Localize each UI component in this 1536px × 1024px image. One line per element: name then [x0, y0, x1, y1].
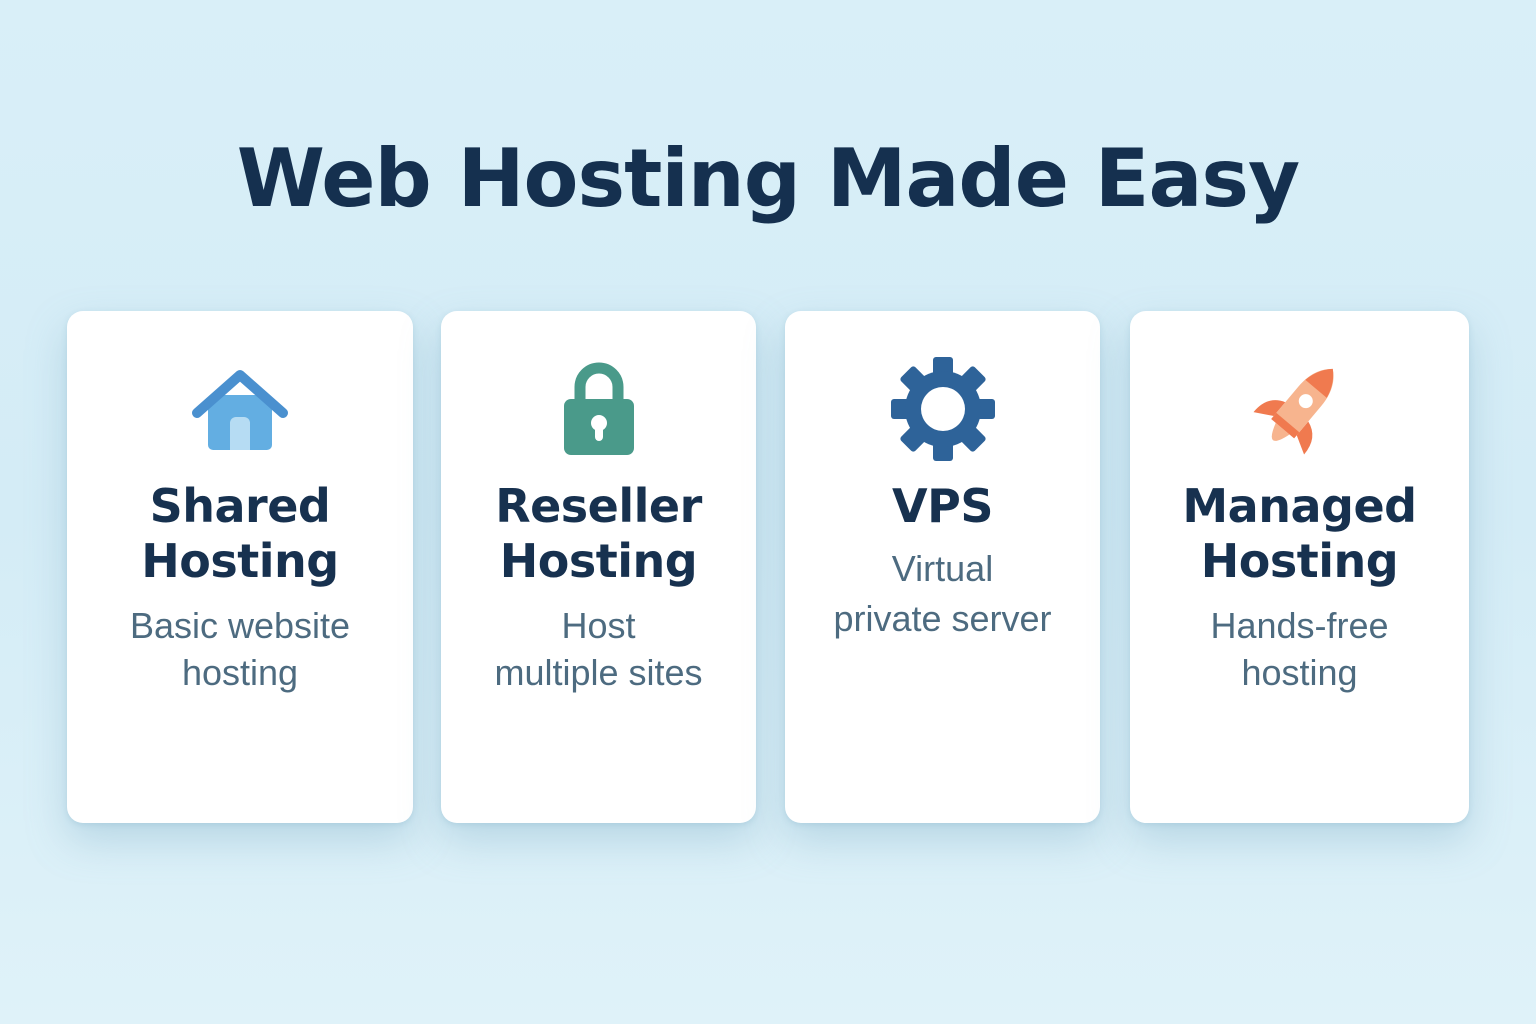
plan-title-line: Shared — [149, 479, 331, 533]
lock-icon — [544, 353, 654, 463]
plan-title-line: Reseller — [495, 479, 702, 533]
rocket-icon — [1245, 353, 1355, 463]
plan-card-reseller-hosting[interactable]: Reseller Hosting Host multiple sites — [441, 311, 756, 823]
house-icon — [185, 353, 295, 463]
plan-title-line: Hosting — [1200, 534, 1399, 588]
plan-description-line: Basic website — [129, 605, 351, 646]
plan-description-line: private server — [833, 598, 1052, 639]
plan-description: Hands-free hosting — [1130, 602, 1469, 696]
plan-description-line: hosting — [181, 652, 299, 693]
plan-title-line: VPS — [892, 479, 993, 533]
plan-description-line: Host — [561, 605, 636, 646]
plan-description: Virtual private server — [785, 544, 1100, 644]
plan-title: Reseller Hosting — [441, 479, 756, 589]
plan-title: Shared Hosting — [67, 479, 413, 589]
plan-description-line: multiple sites — [494, 652, 703, 693]
plan-title-line: Hosting — [499, 534, 698, 588]
plan-description: Basic website hosting — [67, 602, 413, 696]
plan-title: VPS — [785, 479, 1100, 534]
plan-description: Host multiple sites — [441, 602, 756, 696]
plan-description-line: Hands-free — [1210, 605, 1389, 646]
page-title: Web Hosting Made Easy — [236, 132, 1300, 225]
plan-card-vps[interactable]: VPS Virtual private server — [785, 311, 1100, 823]
plan-title: Managed Hosting — [1130, 479, 1469, 589]
plan-title-line: Managed — [1182, 479, 1417, 533]
plan-description-line: Virtual — [891, 548, 994, 589]
plan-card-managed-hosting[interactable]: Managed Hosting Hands-free hosting — [1130, 311, 1469, 823]
plan-description-line: hosting — [1241, 652, 1358, 693]
plan-title-line: Hosting — [141, 534, 339, 588]
plan-card-shared-hosting[interactable]: Shared Hosting Basic website hosting — [67, 311, 413, 823]
gear-icon — [888, 353, 998, 463]
